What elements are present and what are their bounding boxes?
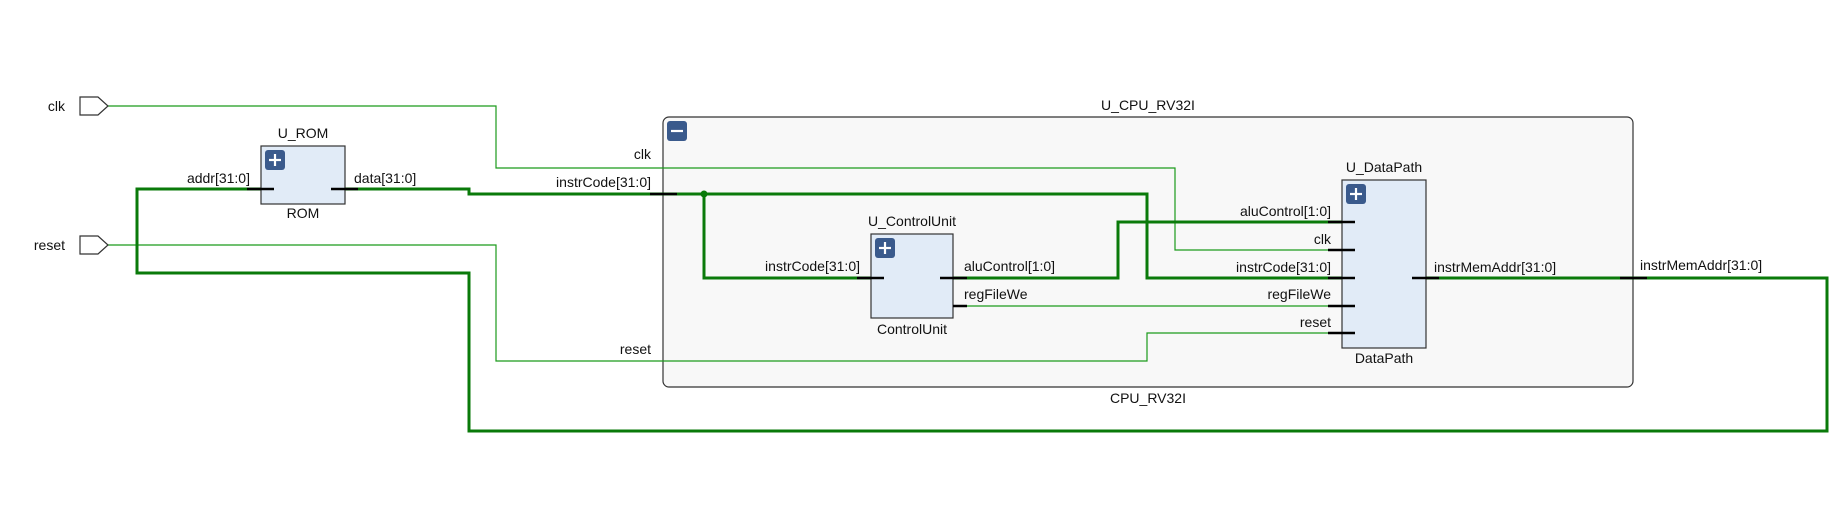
rom-block[interactable]: U_ROM ROM addr[31:0] data[31:0]	[187, 125, 416, 221]
controlunit-type-name: ControlUnit	[877, 321, 947, 337]
controlunit-block[interactable]: U_ControlUnit ControlUnit instrCode[31:0…	[765, 213, 1055, 337]
port-reset-label: reset	[34, 237, 65, 253]
cpu-instance-name: U_CPU_RV32I	[1101, 97, 1195, 113]
pin-regFileWe-label: regFileWe	[964, 286, 1028, 302]
net-instrCode-branch[interactable]	[702, 194, 875, 280]
port-clk[interactable]: clk	[48, 96, 109, 116]
rom-instance-name: U_ROM	[278, 125, 329, 141]
net-instrCode[interactable]	[345, 187, 1355, 280]
input-port-icon[interactable]	[79, 96, 109, 116]
pin-data-label: data[31:0]	[354, 170, 416, 186]
cpu-pin-clk-label: clk	[634, 146, 652, 162]
datapath-type-name: DataPath	[1355, 350, 1413, 366]
datapath-block-body[interactable]	[1341, 179, 1427, 349]
controlunit-instance-name: U_ControlUnit	[868, 213, 956, 229]
pin-regFileWe-label: regFileWe	[1267, 286, 1331, 302]
cpu-pins: clk instrCode[31:0] reset instrMemAddr[3…	[556, 146, 1762, 357]
cpu-pin-reset-label: reset	[620, 341, 651, 357]
pin-addr-label: addr[31:0]	[187, 170, 250, 186]
input-port-icon[interactable]	[79, 235, 109, 255]
net-clk[interactable]	[108, 105, 1355, 251]
net-reset[interactable]	[108, 244, 1355, 362]
rom-type-name: ROM	[287, 205, 320, 221]
port-reset[interactable]: reset	[34, 235, 109, 255]
pin-clk-label: clk	[1314, 231, 1332, 247]
net-instrMemAddr[interactable]	[135, 187, 1829, 433]
net-junction	[700, 190, 708, 198]
datapath-instance-name: U_DataPath	[1346, 159, 1422, 175]
port-clk-label: clk	[48, 98, 66, 114]
pin-instrCode-label: instrCode[31:0]	[1236, 259, 1331, 275]
pin-aluControl-label: aluControl[1:0]	[964, 258, 1055, 274]
cpu-pin-instrMemAddr-label: instrMemAddr[31:0]	[1640, 257, 1762, 273]
datapath-block[interactable]: U_DataPath DataPath aluControl[1:0] clk …	[1236, 159, 1556, 366]
pin-instrMemAddr-label: instrMemAddr[31:0]	[1434, 259, 1556, 275]
cpu-pin-instrCode-label: instrCode[31:0]	[556, 174, 651, 190]
thin-nets	[108, 105, 1355, 362]
bus-nets	[135, 187, 1829, 433]
cpu-type-name: CPU_RV32I	[1110, 390, 1186, 406]
pin-reset-label: reset	[1300, 314, 1331, 330]
pin-instrCode-label: instrCode[31:0]	[765, 258, 860, 274]
net-aluControl[interactable]	[945, 220, 1355, 280]
pin-aluControl-label: aluControl[1:0]	[1240, 203, 1331, 219]
